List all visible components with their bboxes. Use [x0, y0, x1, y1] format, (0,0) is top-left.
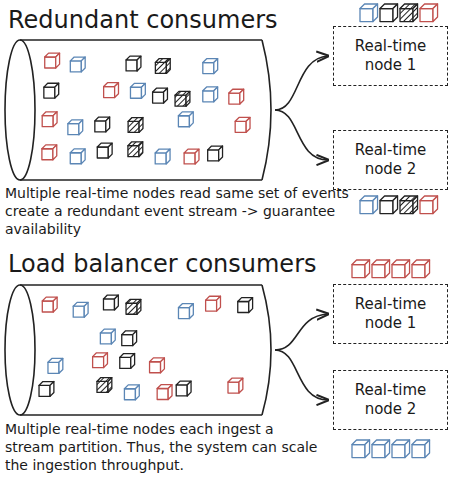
event-cube — [97, 378, 112, 393]
event-cube — [412, 440, 430, 458]
event-cube — [176, 381, 191, 396]
event-cube — [392, 440, 410, 458]
event-cube — [420, 4, 438, 22]
event-cube — [104, 83, 119, 98]
caption-text: Multiple real-time nodes read same set o… — [5, 184, 350, 238]
event-cube — [229, 89, 244, 104]
event-cube — [400, 196, 418, 214]
event-cube — [97, 143, 112, 158]
event-stream-cylinder — [5, 285, 271, 415]
event-cube — [175, 91, 190, 106]
event-cube — [103, 295, 118, 310]
event-cube — [153, 88, 168, 103]
event-cube — [95, 117, 110, 132]
event-cube — [124, 385, 139, 400]
event-cube — [150, 358, 165, 373]
event-cube — [45, 53, 60, 68]
node-label: Real-time node 1 — [342, 295, 439, 333]
event-cube — [352, 440, 370, 458]
event-cube — [130, 83, 145, 98]
event-cube — [42, 297, 57, 312]
event-cube — [184, 149, 199, 164]
realtime-node-box: Real-time node 2 — [333, 130, 448, 190]
event-cube — [155, 59, 170, 74]
event-cube — [372, 260, 390, 278]
event-cube — [400, 4, 418, 22]
event-cube — [73, 302, 88, 317]
event-cube — [155, 149, 170, 164]
event-cube — [235, 117, 250, 132]
event-cube — [412, 260, 430, 278]
event-cube — [120, 354, 135, 369]
event-cube — [178, 112, 193, 127]
event-cube — [238, 298, 253, 313]
event-cube — [178, 304, 193, 319]
event-cube — [208, 146, 223, 161]
event-cube — [126, 299, 141, 314]
event-cube — [157, 385, 172, 400]
event-cube — [372, 440, 390, 458]
event-cube — [203, 59, 218, 74]
realtime-node-box: Real-time node 1 — [333, 26, 448, 86]
section-heading: Redundant consumers — [8, 6, 278, 34]
event-stream-cylinder — [5, 40, 271, 180]
event-cube — [128, 142, 143, 157]
event-cube — [70, 57, 85, 72]
event-cube — [380, 196, 398, 214]
event-cube — [360, 196, 378, 214]
event-cube — [380, 4, 398, 22]
section-heading: Load balancer consumers — [8, 250, 317, 278]
event-cube — [392, 260, 410, 278]
event-cube — [93, 353, 108, 368]
event-cube — [352, 260, 370, 278]
event-cube — [39, 382, 54, 397]
event-cube — [122, 331, 137, 346]
event-cube — [126, 56, 141, 71]
event-cube — [42, 112, 57, 127]
realtime-node-box: Real-time node 1 — [333, 284, 448, 344]
event-cube — [42, 145, 57, 160]
realtime-node-box: Real-time node 2 — [333, 370, 448, 430]
consumer-arrows — [275, 56, 328, 400]
node-label: Real-time node 2 — [342, 381, 439, 419]
event-cube — [48, 358, 63, 373]
event-cube — [420, 196, 438, 214]
caption-text: Multiple real-time nodes each ingest a s… — [5, 420, 327, 474]
event-cube — [100, 329, 115, 344]
event-cube — [128, 118, 143, 133]
event-cube — [70, 149, 85, 164]
event-cube — [228, 378, 243, 393]
event-cube — [44, 83, 59, 98]
node-label: Real-time node 1 — [342, 37, 439, 75]
event-cube — [360, 4, 378, 22]
node-label: Real-time node 2 — [342, 141, 439, 179]
event-cube — [68, 120, 83, 135]
event-cube — [203, 87, 218, 102]
event-cube — [206, 296, 221, 311]
